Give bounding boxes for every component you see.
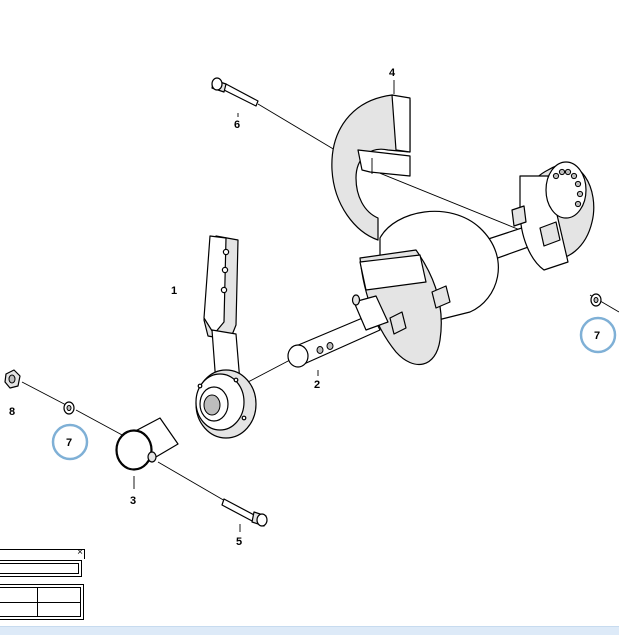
bearing-arm-part-1[interactable] <box>195 235 257 439</box>
callout-7-right[interactable]: 7 <box>594 330 600 342</box>
callout-8[interactable]: 8 <box>9 406 15 418</box>
callout-3[interactable]: 3 <box>130 495 136 507</box>
panel-grid-divider-h <box>0 602 80 603</box>
bolt-part-6[interactable] <box>211 77 259 107</box>
close-icon[interactable]: × <box>77 547 83 558</box>
panel-grid-inner <box>0 587 81 617</box>
collar-part-3[interactable] <box>115 417 179 471</box>
assembly-centerlines <box>21 80 619 532</box>
panel-grid-divider-v <box>37 588 38 616</box>
callout-4[interactable]: 4 <box>389 67 396 79</box>
callout-7-left[interactable]: 7 <box>66 437 72 449</box>
callout-1[interactable]: 1 <box>171 285 177 297</box>
washer-part-7-left[interactable] <box>63 401 75 415</box>
callout-2[interactable]: 2 <box>314 379 320 391</box>
callout-5[interactable]: 5 <box>236 536 242 548</box>
panel-titlebar[interactable]: × <box>0 547 85 559</box>
callout-6[interactable]: 6 <box>234 119 240 131</box>
nut-part-8[interactable] <box>4 369 21 389</box>
highlight-ring-7-left[interactable] <box>51 423 89 461</box>
auger-shaft-assembly <box>359 161 595 366</box>
bolt-part-5[interactable] <box>221 498 268 527</box>
panel-input-field[interactable] <box>0 560 82 577</box>
bearing-balls <box>552 168 584 208</box>
washer-part-7-right[interactable] <box>590 293 602 307</box>
highlight-ring-7-right[interactable] <box>579 316 617 354</box>
floating-panel: × <box>0 547 86 623</box>
status-bar <box>0 626 619 635</box>
panel-input-inner <box>0 563 79 574</box>
stub-shaft-part-2[interactable] <box>287 294 389 368</box>
auger-flight-rear-part-4[interactable] <box>331 94 411 241</box>
panel-grid[interactable] <box>0 584 84 620</box>
